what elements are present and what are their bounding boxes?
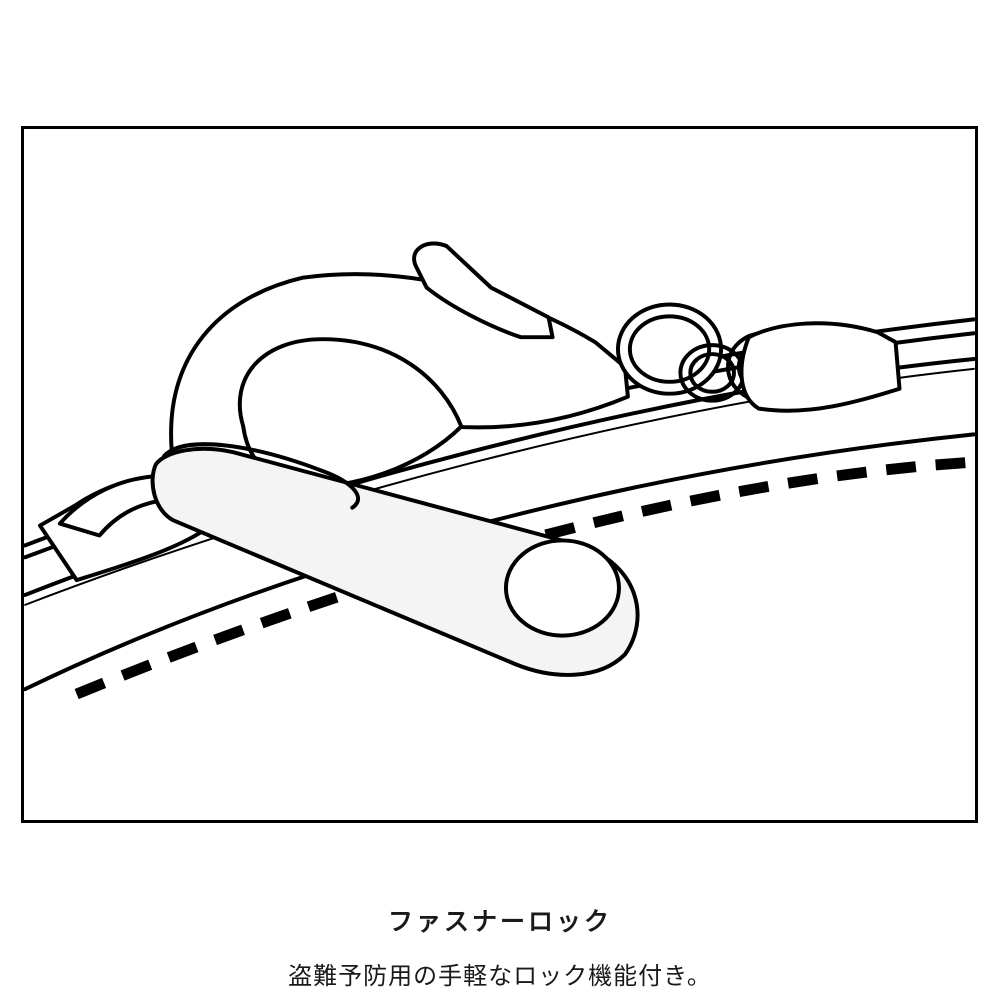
caption-body: 盗難予防用の手軽なロック機能付き。 (288, 962, 712, 990)
lock-hook (169, 241, 630, 493)
right-zipper-slider (739, 321, 902, 413)
zipper-lock-illustration (24, 241, 975, 700)
zipper-pull-tab (150, 442, 640, 677)
illustration-frame (21, 126, 978, 823)
bag-edge-line (24, 432, 975, 692)
caption-title: ファスナーロック (387, 907, 612, 936)
